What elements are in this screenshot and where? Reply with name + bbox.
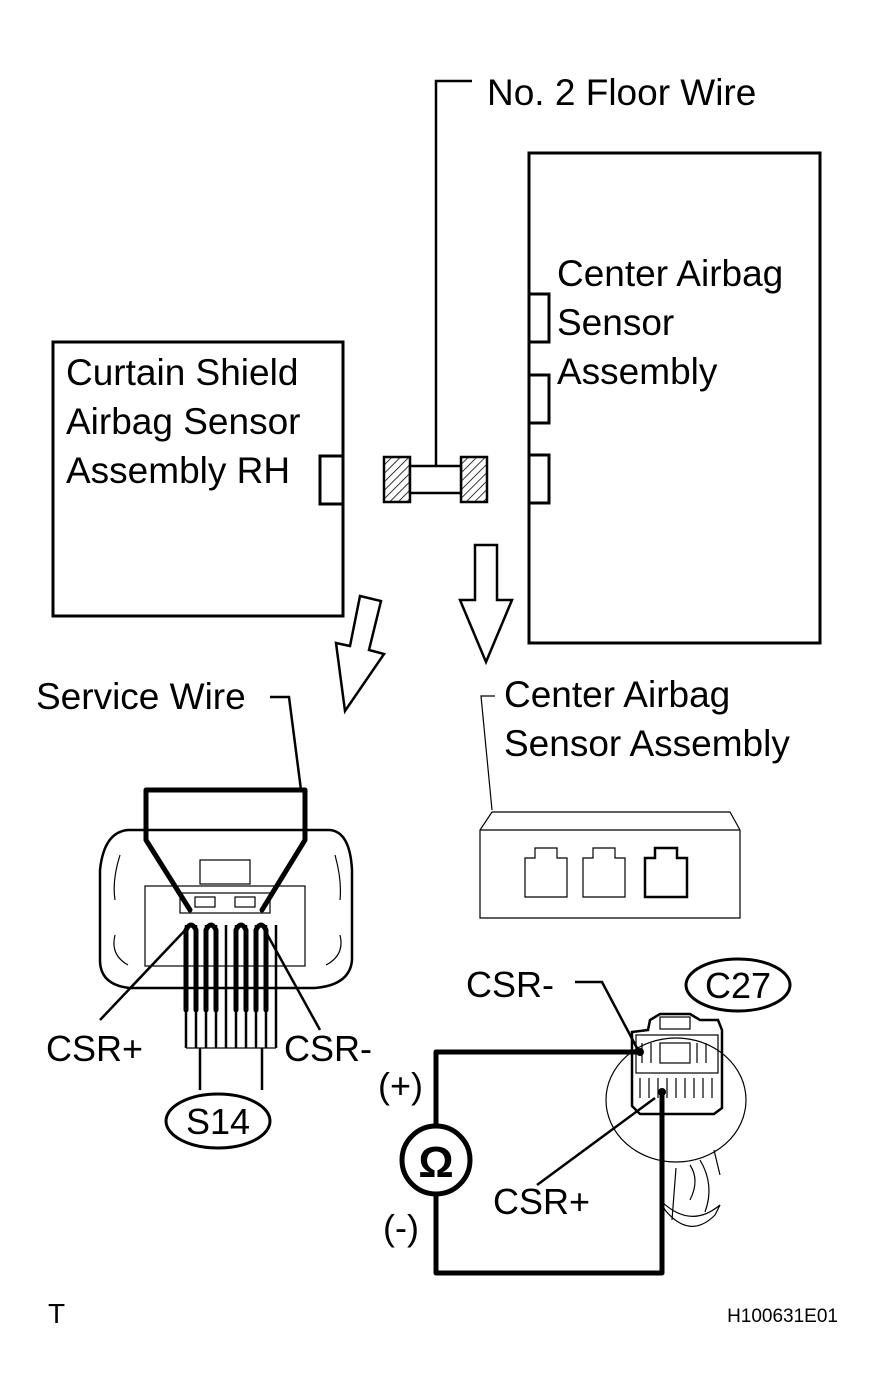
- csr-plus-right-leader: [536, 1096, 656, 1187]
- service-wire-label: Service Wire: [36, 676, 246, 717]
- plus-terminal-label: (+): [378, 1065, 423, 1106]
- ohm-symbol: Ω: [418, 1138, 453, 1187]
- s14-connector-badge: [164, 1092, 272, 1150]
- corner-mark: T: [48, 1298, 65, 1329]
- csr-plus-right-label: CSR+: [493, 1181, 590, 1222]
- curtain-shield-sensor-box: [51, 340, 345, 618]
- center-airbag-sensor-box: [527, 151, 822, 645]
- curtain-sensor-line3: Assembly RH: [66, 450, 290, 491]
- floor-wire-connector: [382, 79, 489, 504]
- center-sensor-top-line1: Center Airbag: [557, 253, 783, 294]
- csr-minus-right-label: CSR-: [466, 964, 554, 1005]
- center-sensor-bottom-line1: Center Airbag: [504, 674, 730, 715]
- hollow-down-arrow-icon: [458, 543, 514, 666]
- ohmmeter-circuit: [433, 1048, 666, 1276]
- figure-id: H100631E01: [727, 1306, 838, 1327]
- center-sensor-top-line3: Assembly: [557, 351, 718, 392]
- csr-plus-left-label: CSR+: [46, 1028, 143, 1069]
- center-sensor-bottom-line2: Sensor Assembly: [504, 723, 790, 764]
- center-sensor-top-line2: Sensor: [557, 302, 674, 343]
- ohmmeter-icon: [399, 1123, 473, 1197]
- minus-terminal-label: (-): [383, 1207, 419, 1248]
- csr-minus-left-label: CSR-: [284, 1028, 372, 1069]
- connector-c27-drawing: [605, 1012, 747, 1227]
- curtain-sensor-line2: Airbag Sensor: [66, 401, 300, 442]
- connector-s14-drawing: [98, 787, 354, 1090]
- c27-label: C27: [705, 965, 771, 1006]
- center-sensor-housing: [479, 811, 741, 919]
- hollow-diagonal-arrow-icon: [334, 594, 387, 715]
- floor-wire-label: No. 2 Floor Wire: [487, 72, 756, 113]
- curtain-sensor-line1: Curtain Shield: [66, 352, 298, 393]
- c27-connector-badge: [684, 957, 792, 1013]
- s14-label: S14: [186, 1101, 250, 1142]
